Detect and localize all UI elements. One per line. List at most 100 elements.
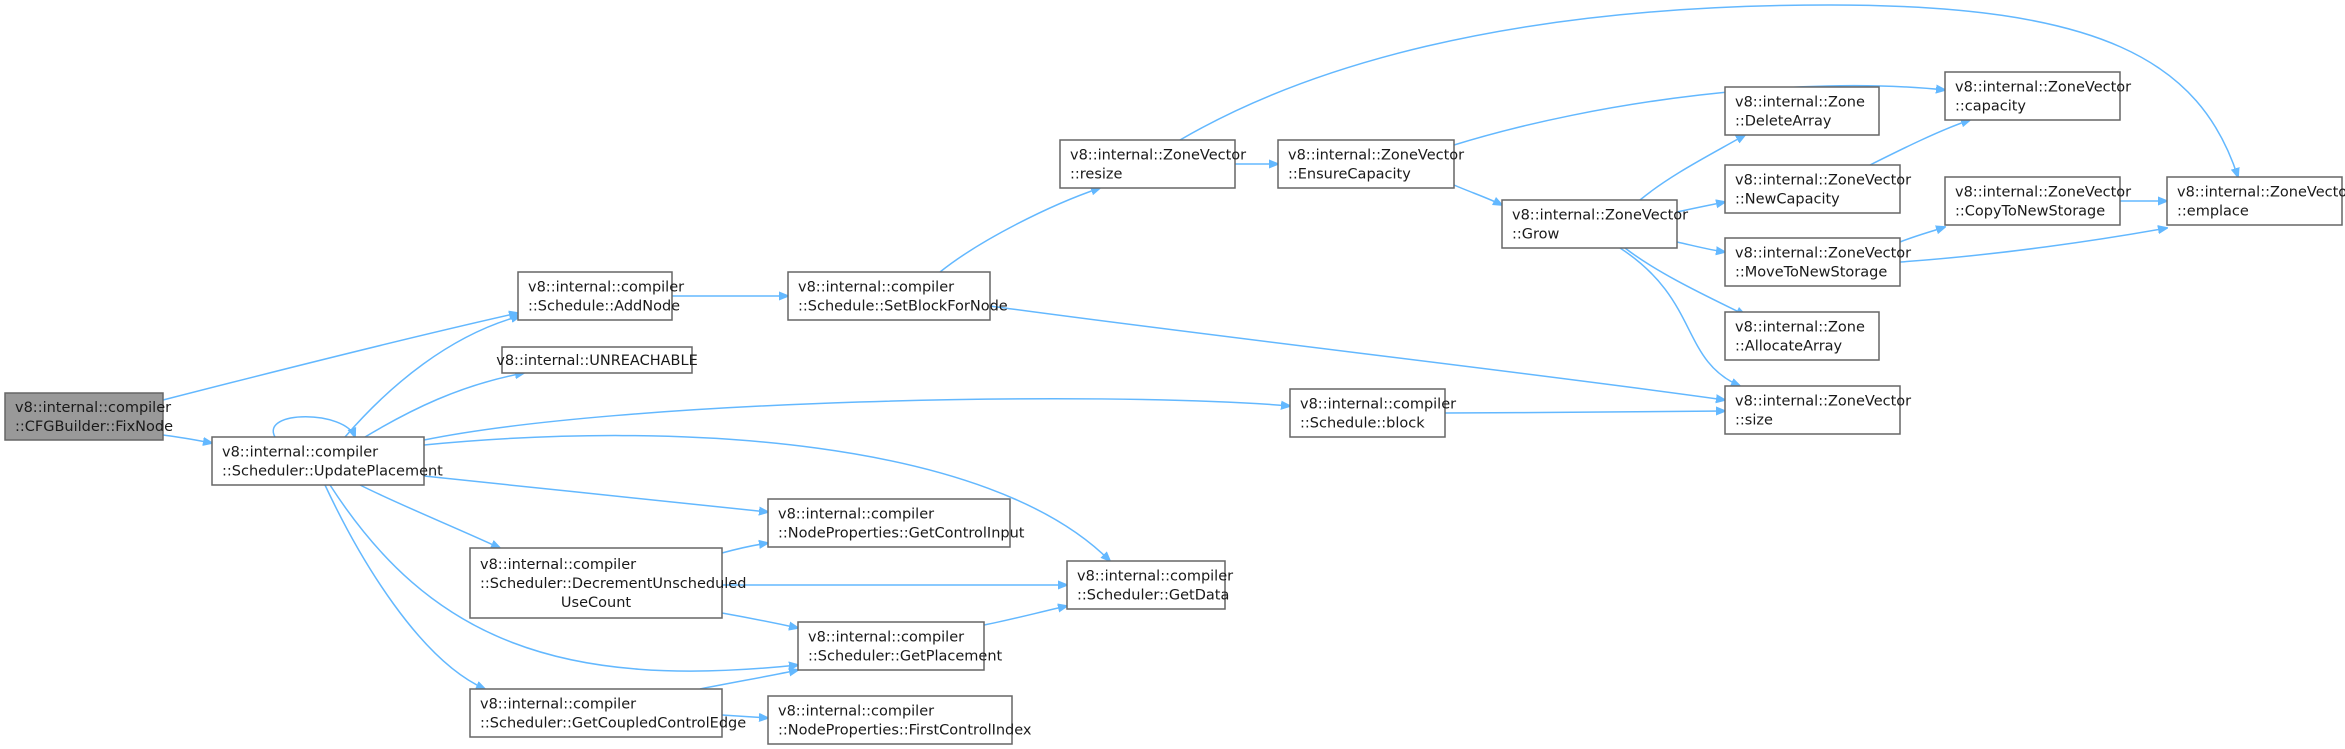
edge-grow-to-newcapacity xyxy=(1676,202,1725,213)
node-box-getplacement xyxy=(797,621,985,671)
edge-getplacement-to-getdata xyxy=(983,606,1067,626)
edge-fixnode-to-updateplacement xyxy=(162,434,212,443)
node-box-resize xyxy=(1059,139,1236,189)
edges-layer xyxy=(162,4,2238,718)
node-label-decrement-line-0: v8::internal::compiler xyxy=(480,557,636,573)
node-label-addnode-line-1: ::Schedule::AddNode xyxy=(528,299,680,315)
node-size[interactable]: v8::internal::ZoneVector::size xyxy=(1724,385,1911,435)
node-box-deletearray xyxy=(1724,86,1880,136)
edge-updateplacement-to-getcontrolinput xyxy=(423,475,768,512)
edge-setblock-to-size xyxy=(989,305,1725,400)
node-box-coupled xyxy=(469,688,723,738)
edge-updateplacement-to-getplacement xyxy=(329,484,798,672)
node-label-movetonew-line-0: v8::internal::ZoneVector xyxy=(1735,246,1911,262)
node-label-coupled-line-0: v8::internal::compiler xyxy=(480,697,636,713)
edge-updateplacement-to-decrement xyxy=(359,484,500,548)
node-box-updateplacement xyxy=(211,436,425,486)
node-box-copytonew xyxy=(1944,176,2121,226)
edge-fixnode-to-addnode xyxy=(162,313,518,401)
node-label-ensure-line-0: v8::internal::ZoneVector xyxy=(1288,148,1464,164)
node-ensure[interactable]: v8::internal::ZoneVector::EnsureCapacity xyxy=(1277,139,1464,189)
node-label-setblock-line-0: v8::internal::compiler xyxy=(798,280,954,296)
edge-movetonew-to-copytonew xyxy=(1899,227,1945,243)
edge-grow-to-movetonew xyxy=(1676,241,1725,252)
edge-updateplacement-to-getdata xyxy=(423,434,1110,561)
node-getcontrolinput[interactable]: v8::internal::compiler::NodeProperties::… xyxy=(767,498,1025,548)
edge-coupled-to-firstcontrol xyxy=(721,715,768,718)
node-label-getplacement-line-1: ::Scheduler::GetPlacement xyxy=(808,649,1003,665)
node-label-allocatearray-line-0: v8::internal::Zone xyxy=(1735,320,1865,336)
node-movetonew[interactable]: v8::internal::ZoneVector::MoveToNewStora… xyxy=(1724,237,1911,287)
node-box-movetonew xyxy=(1724,237,1901,287)
node-getdata[interactable]: v8::internal::compiler::Scheduler::GetDa… xyxy=(1066,560,1233,610)
edge-updateplacement-to-updateplacement xyxy=(272,416,355,437)
node-grow[interactable]: v8::internal::ZoneVector::Grow xyxy=(1501,199,1688,249)
node-label-deletearray-line-0: v8::internal::Zone xyxy=(1735,95,1865,111)
node-label-size-line-1: ::size xyxy=(1735,413,1773,429)
edge-updateplacement-to-block xyxy=(423,397,1290,441)
node-box-getcontrolinput xyxy=(767,498,1011,548)
node-label-resize-line-0: v8::internal::ZoneVector xyxy=(1070,148,1246,164)
node-unreachable[interactable]: v8::internal::UNREACHABLE xyxy=(496,346,698,374)
node-emplace[interactable]: v8::internal::ZoneVector::emplace xyxy=(2166,176,2345,226)
edge-resize-to-emplace xyxy=(1179,4,2238,177)
edge-movetonew-to-emplace xyxy=(1899,228,2167,263)
edge-updateplacement-to-coupled xyxy=(324,484,485,689)
node-newcapacity[interactable]: v8::internal::ZoneVector::NewCapacity xyxy=(1724,164,1911,214)
node-addnode[interactable]: v8::internal::compiler::Schedule::AddNod… xyxy=(517,271,684,321)
node-label-newcapacity-line-0: v8::internal::ZoneVector xyxy=(1735,173,1911,189)
edge-grow-to-deletearray xyxy=(1639,135,1745,201)
node-capacity[interactable]: v8::internal::ZoneVector::capacity xyxy=(1944,71,2131,121)
node-box-newcapacity xyxy=(1724,164,1901,214)
node-label-newcapacity-line-1: ::NewCapacity xyxy=(1735,192,1840,208)
node-label-movetonew-line-1: ::MoveToNewStorage xyxy=(1735,265,1887,281)
node-deletearray[interactable]: v8::internal::Zone::DeleteArray xyxy=(1724,86,1880,136)
node-box-grow xyxy=(1501,199,1678,249)
node-allocatearray[interactable]: v8::internal::Zone::AllocateArray xyxy=(1724,311,1880,361)
edge-coupled-to-getplacement xyxy=(699,670,798,690)
node-box-addnode xyxy=(517,271,673,321)
edge-setblock-to-resize xyxy=(939,188,1100,273)
node-updateplacement[interactable]: v8::internal::compiler::Scheduler::Updat… xyxy=(211,436,443,486)
node-label-addnode-line-0: v8::internal::compiler xyxy=(528,280,684,296)
node-getplacement[interactable]: v8::internal::compiler::Scheduler::GetPl… xyxy=(797,621,1003,671)
node-label-getdata-line-1: ::Scheduler::GetData xyxy=(1077,588,1229,604)
node-label-setblock-line-1: ::Schedule::SetBlockForNode xyxy=(798,299,1008,315)
node-setblock[interactable]: v8::internal::compiler::Schedule::SetBlo… xyxy=(787,271,1008,321)
node-decrement[interactable]: v8::internal::compiler::Scheduler::Decre… xyxy=(469,547,746,619)
node-label-emplace-line-1: ::emplace xyxy=(2177,204,2249,220)
node-box-unreachable xyxy=(501,346,693,374)
edge-decrement-to-getplacement xyxy=(721,612,798,628)
node-label-copytonew-line-0: v8::internal::ZoneVector xyxy=(1955,185,2131,201)
node-label-grow-line-0: v8::internal::ZoneVector xyxy=(1512,208,1688,224)
node-label-decrement-line-1: ::Scheduler::DecrementUnscheduled xyxy=(480,576,746,592)
node-box-block xyxy=(1289,388,1446,438)
node-label-size-line-0: v8::internal::ZoneVector xyxy=(1735,394,1911,410)
node-box-capacity xyxy=(1944,71,2121,121)
node-box-decrement xyxy=(469,547,723,619)
edge-updateplacement-to-addnode xyxy=(344,316,520,438)
node-label-getcontrolinput-line-1: ::NodeProperties::GetControlInput xyxy=(778,526,1025,542)
node-coupled[interactable]: v8::internal::compiler::Scheduler::GetCo… xyxy=(469,688,746,738)
node-label-deletearray-line-1: ::DeleteArray xyxy=(1735,114,1832,130)
node-label-coupled-line-1: ::Scheduler::GetCoupledControlEdge xyxy=(480,716,746,732)
node-box-setblock xyxy=(787,271,991,321)
node-label-getdata-line-0: v8::internal::compiler xyxy=(1077,569,1233,585)
node-label-copytonew-line-1: ::CopyToNewStorage xyxy=(1955,204,2105,220)
node-block[interactable]: v8::internal::compiler::Schedule::block xyxy=(1289,388,1456,438)
node-fixnode[interactable]: v8::internal::compiler::CFGBuilder::FixN… xyxy=(4,392,173,441)
node-resize[interactable]: v8::internal::ZoneVector::resize xyxy=(1059,139,1246,189)
node-copytonew[interactable]: v8::internal::ZoneVector::CopyToNewStora… xyxy=(1944,176,2131,226)
edge-newcapacity-to-capacity xyxy=(1869,120,1970,166)
node-label-firstcontrol-line-0: v8::internal::compiler xyxy=(778,704,934,720)
node-label-block-line-0: v8::internal::compiler xyxy=(1300,397,1456,413)
edge-block-to-size xyxy=(1444,411,1725,413)
node-label-updateplacement-line-0: v8::internal::compiler xyxy=(222,445,378,461)
node-label-updateplacement-line-1: ::Scheduler::UpdatePlacement xyxy=(222,464,443,480)
edge-ensure-to-capacity xyxy=(1453,86,1945,146)
edge-decrement-to-getcontrolinput xyxy=(721,543,768,554)
node-firstcontrol[interactable]: v8::internal::compiler::NodeProperties::… xyxy=(767,695,1032,745)
edge-updateplacement-to-unreachable xyxy=(364,373,524,438)
node-label-firstcontrol-line-1: ::NodeProperties::FirstControlIndex xyxy=(778,723,1032,739)
